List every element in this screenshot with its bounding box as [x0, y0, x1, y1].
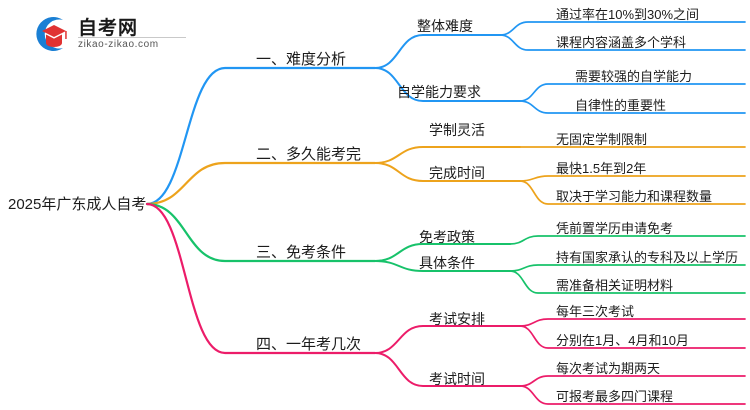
leaf-1-2-1-label[interactable]: 需要较强的自学能力: [575, 69, 693, 84]
branch-3-label[interactable]: 三、免考条件: [256, 244, 347, 261]
leaf-1-1-2-label[interactable]: 课程内容涵盖多个学科: [556, 35, 687, 50]
subtopic-3-2-label[interactable]: 具体条件: [419, 255, 475, 271]
leaf-2-2-1-label[interactable]: 最快1.5年到2年: [556, 161, 647, 176]
branch-4-label[interactable]: 四、一年考几次: [256, 336, 362, 353]
root-node-label[interactable]: 2025年广东成人自考: [8, 196, 147, 213]
site-logo: 自考网 zikao-zikao.com: [30, 12, 190, 56]
leaf-3-2-1-label[interactable]: 持有国家承认的专科及以上学历: [556, 250, 739, 265]
subtopic-4-2-label[interactable]: 考试时间: [429, 371, 485, 387]
leaf-1-1-1-label[interactable]: 通过率在10%到30%之间: [556, 7, 700, 22]
branch-1-label[interactable]: 一、难度分析: [256, 51, 347, 68]
subtopic-2-1-label[interactable]: 学制灵活: [429, 122, 485, 138]
logo-url-text: zikao-zikao.com: [78, 39, 159, 50]
branch-2-label[interactable]: 二、多久能考完: [256, 146, 362, 163]
leaf-4-2-1-label[interactable]: 每次考试为期两天: [556, 361, 661, 376]
leaf-4-1-1-label[interactable]: 每年三次考试: [556, 304, 635, 319]
logo-brand-text: 自考网: [78, 18, 139, 39]
subtopic-2-2-label[interactable]: 完成时间: [429, 165, 485, 181]
subtopic-1-2-label[interactable]: 自学能力要求: [397, 84, 481, 100]
logo-divider: [78, 37, 186, 38]
leaf-3-1-1-label[interactable]: 凭前置学历申请免考: [556, 221, 674, 236]
leaf-2-1-1-label[interactable]: 无固定学制限制: [556, 132, 648, 147]
leaf-4-1-2-label[interactable]: 分别在1月、4月和10月: [556, 333, 689, 348]
subtopic-4-1-label[interactable]: 考试安排: [429, 311, 485, 327]
leaf-4-2-2-label[interactable]: 可报考最多四门课程: [556, 389, 674, 404]
leaf-2-2-2-label[interactable]: 取决于学习能力和课程数量: [556, 189, 713, 204]
subtopic-3-1-label[interactable]: 免考政策: [419, 229, 475, 245]
leaf-3-2-2-label[interactable]: 需准备相关证明材料: [556, 278, 674, 293]
graduation-cap-logo-icon: [30, 14, 72, 54]
leaf-1-2-2-label[interactable]: 自律性的重要性: [575, 98, 667, 113]
subtopic-1-1-label[interactable]: 整体难度: [417, 18, 473, 34]
